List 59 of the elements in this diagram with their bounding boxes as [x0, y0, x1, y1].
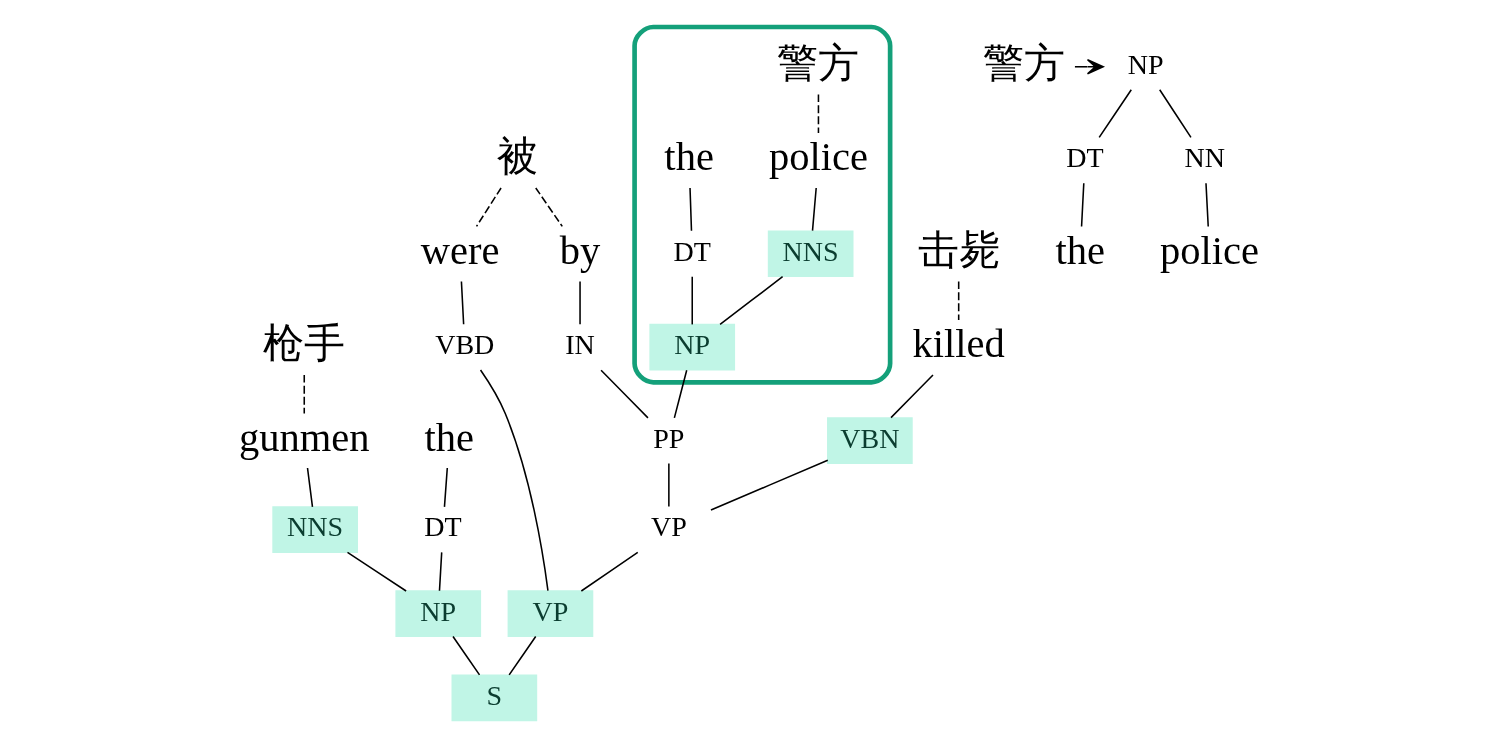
- connector: [817, 93, 820, 134]
- node-text: killed: [912, 321, 1005, 367]
- connector: [1158, 88, 1192, 139]
- node-text: DT: [673, 235, 711, 267]
- node-text: NP: [1127, 48, 1164, 80]
- connector: [479, 369, 549, 592]
- connector: [719, 275, 784, 326]
- node-text: VP: [650, 511, 687, 543]
- node-box: NNS: [272, 506, 358, 553]
- node-text: DT: [424, 511, 462, 543]
- connector: [1205, 182, 1209, 228]
- node-text: police: [1160, 227, 1260, 273]
- connector: [580, 551, 639, 592]
- node-text: 被: [497, 134, 539, 180]
- node-text: DT: [1066, 142, 1104, 174]
- connector: [1098, 88, 1133, 139]
- node-text: NN: [1184, 142, 1226, 174]
- node-text: 枪手: [263, 321, 346, 367]
- connector: [579, 280, 581, 325]
- arrow: [1074, 59, 1104, 75]
- node-text: the: [424, 414, 474, 460]
- node-box: VP: [507, 590, 594, 638]
- node-text: PP: [653, 422, 685, 454]
- node-text: 警方: [777, 40, 860, 86]
- node-text: by: [559, 227, 601, 273]
- node-text: the: [664, 134, 714, 180]
- connector: [438, 551, 443, 592]
- connector: [534, 187, 564, 228]
- node-text: 警方: [983, 40, 1066, 86]
- connector: [452, 635, 481, 676]
- node-text: 击毙: [917, 227, 1000, 273]
- connector: [443, 467, 449, 508]
- node-text: police: [768, 134, 868, 180]
- node-box: NNS: [767, 230, 854, 278]
- connector: [691, 275, 693, 326]
- node-box: NP: [395, 590, 482, 638]
- connector: [460, 280, 465, 325]
- connector: [303, 374, 306, 415]
- connector: [475, 187, 502, 228]
- node-text: VBD: [435, 329, 495, 361]
- connector: [689, 187, 693, 232]
- connector: [811, 187, 817, 232]
- connector: [668, 462, 670, 508]
- connector: [710, 459, 829, 511]
- connector: [508, 635, 537, 676]
- node-box: VBN: [827, 417, 913, 465]
- connector: [957, 280, 960, 321]
- node-text: were: [420, 227, 500, 273]
- node-text: gunmen: [239, 414, 370, 460]
- node-text: the: [1055, 227, 1105, 273]
- cluster: [632, 24, 893, 385]
- node-box: S: [451, 674, 538, 722]
- node-box: NP: [649, 323, 736, 371]
- connector: [890, 374, 934, 419]
- connector: [346, 551, 407, 592]
- connector: [1080, 182, 1085, 228]
- connector: [306, 467, 314, 508]
- connector: [600, 369, 649, 419]
- node-text: IN: [565, 329, 595, 361]
